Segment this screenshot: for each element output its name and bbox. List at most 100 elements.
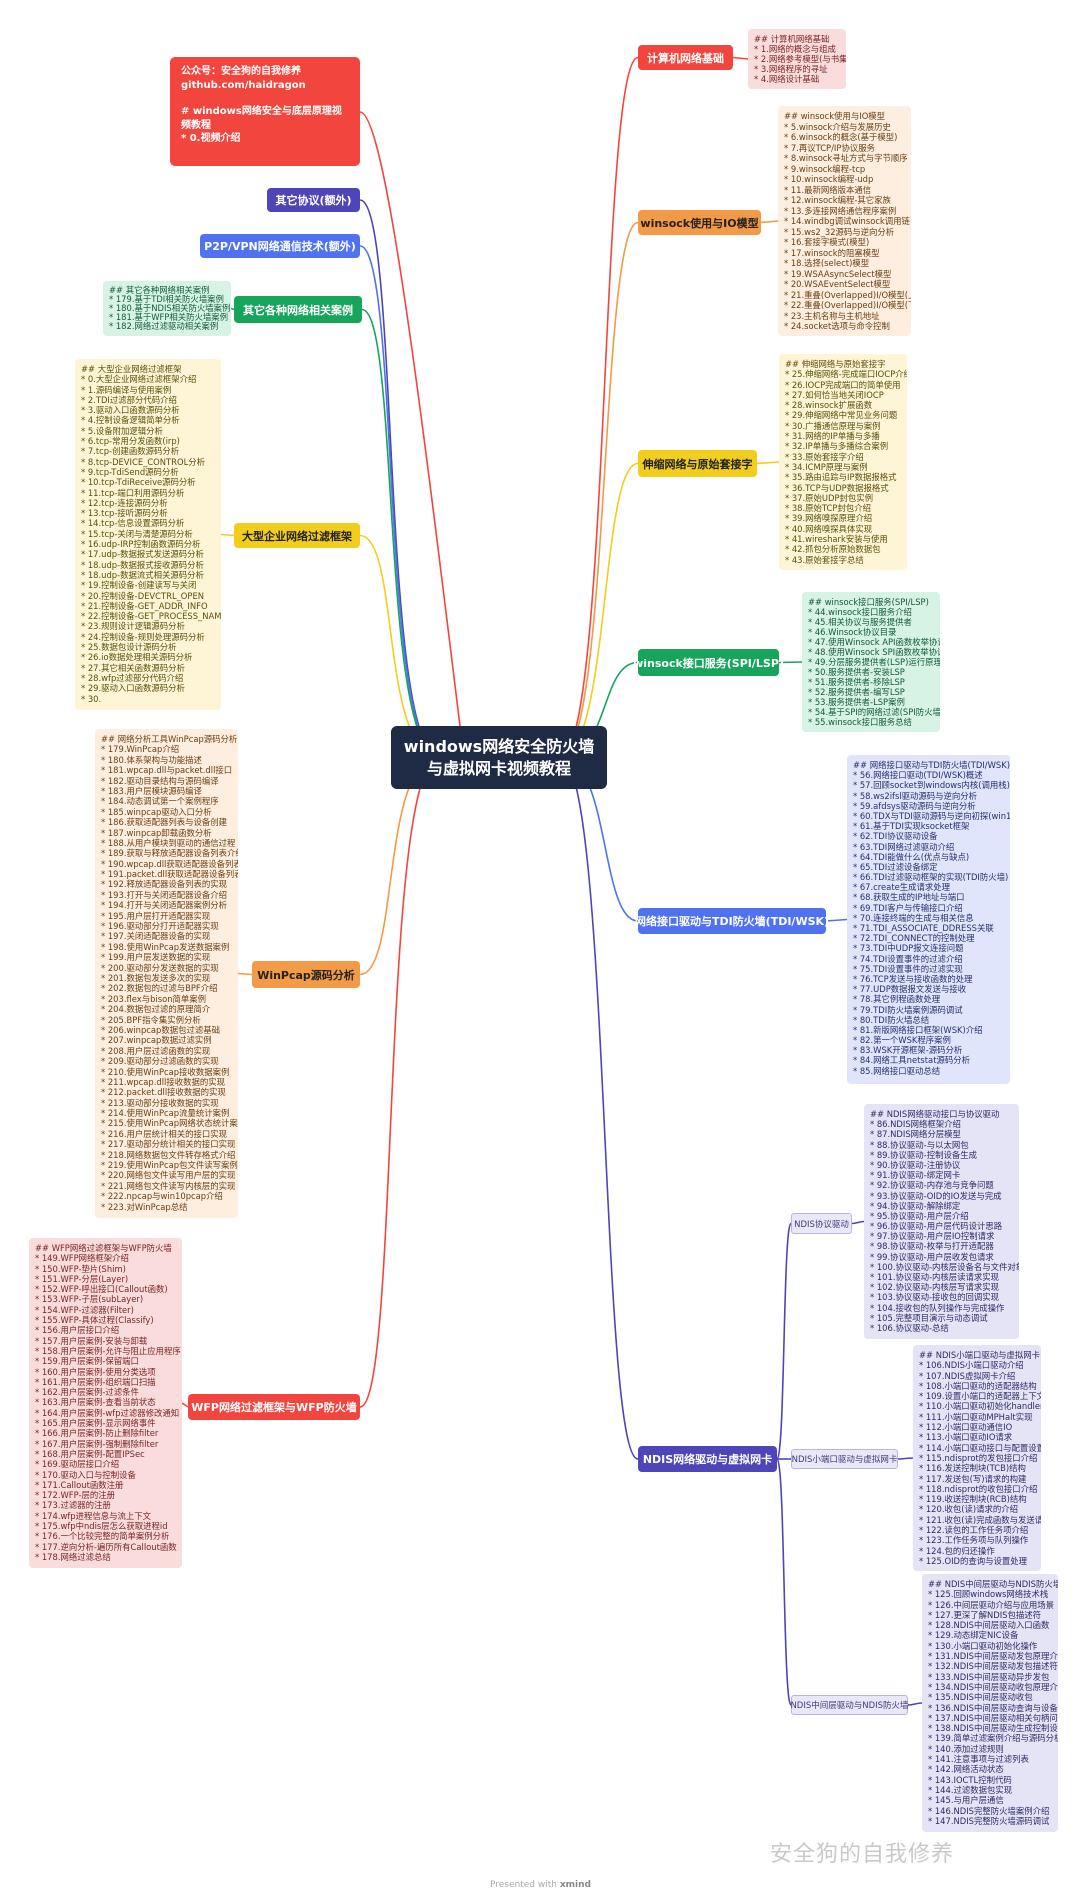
note-item: * 41.wireshark安装与使用 bbox=[785, 534, 888, 545]
note-item: * 83.WSK开源框架-源码分析 bbox=[853, 1045, 963, 1056]
note-item: * 113.小端口驱动IO请求 bbox=[919, 1432, 1013, 1443]
note-item: * 71.TDI_ASSOCIATE_DDRESS关联 bbox=[853, 923, 994, 933]
note-item: * 107.NDIS虚拟网卡介绍 bbox=[919, 1370, 1016, 1381]
footer-credit: Presented with xmind bbox=[490, 1880, 591, 1890]
note-item: * 194.打开与关闭适配器案例分析 bbox=[101, 900, 227, 911]
note-item: * 184.动态调试第一个案例程序 bbox=[101, 796, 219, 807]
branch-link bbox=[559, 56, 639, 758]
note-item: * 143.IOCTL控制代码 bbox=[928, 1774, 1012, 1785]
note-item: * 24.socket选项与命令控制 bbox=[784, 321, 890, 331]
note-item: * 185.winpcap驱动入口分析 bbox=[101, 806, 212, 817]
note-item: * 222.npcap与win10pcap介绍 bbox=[101, 1191, 223, 1202]
note-item: * 198.使用WinPcap发送数据案例 bbox=[101, 941, 230, 952]
branch-link bbox=[359, 534, 441, 758]
note-item: * 21.控制设备-GET_ADDR_INFO bbox=[81, 600, 208, 611]
note-item: * 192.释放适配器设备列表的实现 bbox=[101, 879, 227, 890]
note-item: * 197.关闭适配器设备的实现 bbox=[101, 931, 211, 942]
note-item: * 12.winsock编程-其它家族 bbox=[784, 195, 891, 205]
note-item: * 166.用户层案例-防止删除filter bbox=[35, 1428, 159, 1439]
note-item: * 22.重叠(Overlapped)I/O模型(下) bbox=[784, 300, 911, 310]
note-item: * 193.打开与关闭适配器设备介绍 bbox=[101, 889, 227, 900]
branch-node-right[interactable]: winsock使用与IO模型 bbox=[638, 210, 761, 235]
note-link bbox=[181, 1402, 189, 1408]
note-item: * 171.Callout函数注册 bbox=[35, 1479, 124, 1490]
note-item: * 134.NDIS中间层驱动收包原理介绍 bbox=[928, 1681, 1058, 1692]
branch-node-right[interactable]: NDIS网络驱动与虚拟网卡 bbox=[638, 1446, 777, 1472]
note-item: * 40.网络嗅探具体实现 bbox=[785, 523, 873, 534]
branch-node-left[interactable]: WinPcap源码分析 bbox=[252, 961, 360, 988]
note-item: * 215.使用WinPcap网络状态统计案例 bbox=[101, 1118, 238, 1129]
note-item: * 170.驱动入口与控制设备 bbox=[35, 1469, 136, 1480]
note-item: * 180.基于NDIS相关防火墙案例 bbox=[109, 303, 231, 313]
branch-node-right[interactable]: 网络接口驱动与TDI防火墙(TDI/WSK) bbox=[635, 908, 829, 934]
subtopic-note: ## NDIS网络驱动接口与协议驱动* 86.NDIS网络框架介绍* 87.ND… bbox=[864, 1104, 1019, 1339]
note-item: * 126.中间层驱动介绍与应用场景 bbox=[928, 1599, 1054, 1610]
note-item: * 181.基于WFP相关防火墙案例 bbox=[109, 312, 229, 322]
branch-node-left[interactable]: 其它协议(额外) bbox=[267, 188, 360, 212]
subtopic-node[interactable]: NDIS中间层驱动与NDIS防火墙 bbox=[790, 1695, 909, 1715]
note-link bbox=[237, 972, 253, 976]
note-item: * 203.flex与bison简单案例 bbox=[101, 993, 207, 1004]
note-item: * 50.服务提供者-安装LSP bbox=[808, 667, 905, 677]
note-item: * 32.IP单播与多播综合案例 bbox=[785, 441, 889, 452]
note-item: * 156.用户层接口介绍 bbox=[35, 1325, 120, 1336]
note-item: * 151.WFP-分层(Layer) bbox=[35, 1273, 129, 1284]
note-header: ## NDIS小端口驱动与虚拟网卡 bbox=[919, 1350, 1040, 1360]
note-item: * 1.网络的概念与组成 bbox=[754, 44, 836, 54]
central-topic[interactable]: windows网络安全防火墙与虚拟网卡视频教程 bbox=[391, 726, 607, 789]
intro-line: 公众号：安全狗的自我修养 bbox=[181, 66, 301, 77]
note-item: * 109.设置小端口的适配器上下文 bbox=[919, 1391, 1041, 1402]
branch-node-left[interactable]: 大型企业网络过滤框架 bbox=[234, 523, 360, 548]
note-item: * 112.小端口驱动通信IO bbox=[919, 1422, 1013, 1433]
branch-node-right[interactable]: winsock接口服务(SPI/LSP) bbox=[633, 649, 784, 676]
note-item: * 136.NDIS中间层驱动查询与设备 bbox=[928, 1702, 1058, 1713]
note-item: * 161.用户层案例-组织端口扫描 bbox=[35, 1376, 156, 1387]
note-item: * 209.驱动部分过滤函数的实现 bbox=[101, 1056, 219, 1067]
note-item: * 13.tcp-接听源码分析 bbox=[81, 508, 168, 519]
branch-node-right[interactable]: 计算机网络基础 bbox=[638, 45, 733, 70]
note-item: * 145.与用户层通信 bbox=[928, 1795, 1004, 1806]
note-item: * 4.控制设备逻辑简单分析 bbox=[81, 415, 180, 426]
branch-node-left[interactable]: 其它各种网络相关案例 bbox=[234, 296, 362, 323]
note-header: ## 大型企业网络过滤框架 bbox=[81, 364, 182, 374]
note-item: * 29.驱动入口函数源码分析 bbox=[81, 683, 185, 694]
note-item: * 117.发送包(写)请求的构建 bbox=[919, 1473, 1027, 1484]
note-item: * 97.协议驱动-用户层IO控制请求 bbox=[870, 1231, 995, 1242]
note-item: * 9.winsock编程-tcp bbox=[784, 163, 866, 174]
note-item: * 82.第一个WSK程序案例 bbox=[853, 1035, 951, 1046]
note-item: * 101.协议驱动-内核层读请求实现 bbox=[870, 1272, 1000, 1282]
note-item: * 70.连接终端的生成与相关信息 bbox=[853, 912, 974, 923]
note-item: * 11.最新网络版本通信 bbox=[784, 184, 872, 195]
note-item: * 37.原始UDP封包实例 bbox=[785, 492, 874, 503]
note-item: * 87.NDIS网络分层模型 bbox=[870, 1129, 961, 1140]
note-item: * 144.过滤数据包实现 bbox=[928, 1784, 1013, 1795]
branch-note: ## 网络分析工具WinPcap源码分析* 179.WinPcap介绍* 180… bbox=[95, 729, 238, 1218]
note-item: * 29.伸缩网络中常见业务问题 bbox=[785, 410, 898, 421]
note-item: * 81.新版网络接口框架(WSK)介绍 bbox=[853, 1024, 983, 1035]
note-link bbox=[220, 533, 235, 537]
note-item: * 221.网络包文件读写内核层的实现 bbox=[101, 1180, 236, 1191]
note-item: * 164.用户层案例-wfp过滤器修改通知 bbox=[35, 1407, 180, 1418]
note-item: * 152.WFP-呼出接口(Callout函数) bbox=[35, 1284, 168, 1295]
branch-node-right[interactable]: 伸缩网络与原始套接字 bbox=[638, 450, 757, 477]
note-item: * 2.网络参考模型(与书集) bbox=[754, 54, 846, 64]
note-item: * 119.收送控制块(RCB)结构 bbox=[919, 1494, 1027, 1505]
note-item: * 175.wfp中ndis层怎么获取进程id bbox=[35, 1521, 168, 1532]
note-item: * 76.TCP发送与接收函数的处理 bbox=[853, 973, 973, 984]
branch-node-left[interactable]: WFP网络过滤框架与WFP防火墙 bbox=[188, 1394, 360, 1420]
note-item: * 53.服务提供者-LSP案例 bbox=[808, 697, 905, 707]
note-item: * 75.TDI设置事件的过滤实现 bbox=[853, 963, 963, 974]
note-item: * 14.windbg调试winsock调用链 bbox=[784, 216, 910, 226]
subtopic-node[interactable]: NDIS小端口驱动与虚拟网卡 bbox=[791, 1449, 898, 1469]
note-item: * 213.驱动部分接收数据的实现 bbox=[101, 1097, 219, 1108]
note-item: * 146.NDIS完整防火墙案例介绍 bbox=[928, 1805, 1050, 1816]
branch-node-left[interactable]: P2P/VPN网络通信技术(额外) bbox=[200, 234, 360, 258]
subtopic-node[interactable]: NDIS协议驱动 bbox=[791, 1213, 852, 1234]
note-item: * 218.网络数据包文件转存格式介绍 bbox=[101, 1149, 236, 1160]
intro-line: * 0.视频介绍 bbox=[181, 133, 241, 144]
note-item: * 19.控制设备-创建读写与关闭 bbox=[81, 580, 197, 591]
note-item: * 108.小端口驱动的适配器结构 bbox=[919, 1380, 1037, 1391]
branch-note: ## 网络接口驱动与TDI防火墙(TDI/WSK)* 56.网络接口驱动(TDI… bbox=[847, 755, 1010, 1084]
note-item: * 52.服务提供者-编写LSP bbox=[808, 687, 905, 697]
note-item: * 8.winsock寻址方式与字节顺序 bbox=[784, 153, 908, 163]
